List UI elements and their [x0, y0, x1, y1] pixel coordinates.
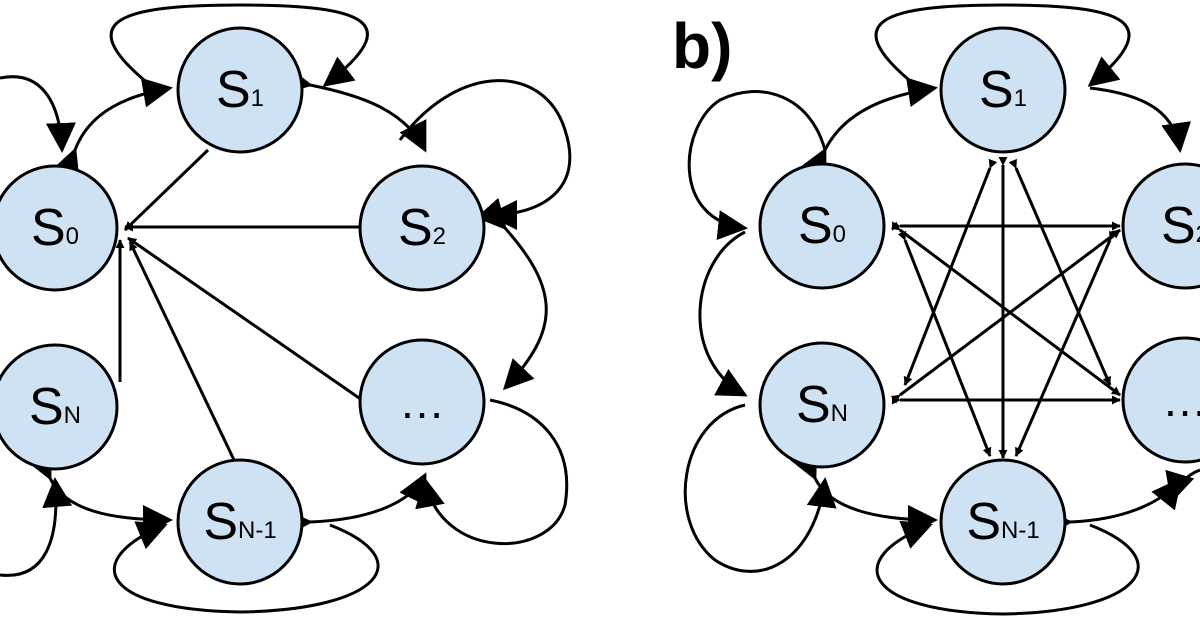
node-label: S1: [216, 61, 264, 119]
edge-s1-s2-a: [280, 64, 427, 153]
node-circle: [176, 26, 304, 154]
edge-sn-sn1-a: [24, 447, 173, 535]
node-circle: [0, 164, 119, 292]
panel-a: S1 S0 S2 SN … SN-1: [0, 3, 572, 614]
node-label: …: [399, 376, 445, 428]
node-circle: [176, 458, 304, 586]
node-label: …: [1162, 374, 1200, 426]
self-loop-dots-a: [415, 398, 569, 546]
node-circle: [358, 164, 486, 292]
node-label: S1: [979, 61, 1027, 119]
node-circle: [758, 162, 886, 290]
node-main: S: [203, 493, 238, 551]
self-loop-sn-b: [698, 230, 748, 397]
node-main: S: [31, 199, 66, 257]
node-circle: [939, 458, 1067, 586]
self-loop-s1-a: [109, 3, 369, 87]
self-loop-sn1-a: [112, 521, 380, 614]
node-label: S0: [31, 199, 79, 257]
self-loop-sn-a: [0, 477, 73, 577]
node-label: SN-1: [966, 493, 1039, 551]
node-subscript: 1: [251, 85, 264, 112]
self-loop-sn1-b: [875, 520, 1140, 616]
node-main: S: [398, 199, 433, 257]
node-subscript: N: [831, 400, 848, 427]
node-subscript: N: [64, 402, 81, 429]
edge-s2-dots-a: [475, 197, 548, 391]
node-circle: [1121, 162, 1200, 290]
self-loop-s0-a: [0, 75, 76, 153]
node-circle: [939, 26, 1067, 154]
edge-s1-s0-a: [123, 148, 210, 232]
self-loop-s1-b: [874, 3, 1131, 87]
node-s0-a: S0: [0, 164, 119, 292]
node-sn1-a: SN-1: [176, 458, 304, 586]
node-circle: [1121, 336, 1200, 464]
node-subscript: 1: [1014, 85, 1027, 112]
node-sn1-b: SN-1: [939, 458, 1067, 586]
node-subscript: 2: [1196, 221, 1200, 248]
edge-sn1-dots-a: [282, 472, 427, 538]
node-label: S2: [1161, 197, 1200, 255]
node-subscript: 2: [433, 223, 446, 250]
self-loop-s2-b: [1089, 86, 1192, 153]
edge-s1-sn-b: [903, 158, 998, 386]
edge-s0-s1-a: [51, 77, 173, 181]
edge-dots-s0-a: [127, 236, 363, 402]
edge-s0-s1-b: [799, 77, 938, 181]
node-label: S0: [798, 197, 846, 255]
edge-sn1-dots-b: [1042, 477, 1182, 539]
node-sn-b: SN: [758, 341, 886, 469]
node-main: S: [798, 197, 833, 255]
node-label: SN-1: [203, 493, 276, 551]
node-subscript: 0: [66, 223, 79, 250]
node-label: SN: [29, 378, 81, 436]
node-main: S: [796, 376, 831, 434]
self-loop-sn-b2: [683, 403, 837, 573]
node-s2-a: S2: [358, 164, 486, 292]
node-circle: [0, 343, 119, 471]
node-s1-a: S1: [176, 26, 304, 154]
node-main: S: [29, 378, 64, 436]
node-circle: [358, 338, 486, 466]
node-subscript: 0: [833, 221, 846, 248]
node-subscript: N-1: [1001, 517, 1040, 544]
node-dots-a: …: [358, 338, 486, 466]
edge-sn-sn1-b: [789, 447, 938, 535]
node-s0-b: S0: [758, 162, 886, 290]
node-main: S: [979, 61, 1014, 119]
node-circle: [758, 341, 886, 469]
node-main: S: [966, 493, 1001, 551]
panel-b-label: b): [672, 10, 732, 82]
node-label: SN: [796, 376, 848, 434]
panel-b: b) S1 S0 S2: [672, 3, 1200, 616]
self-loop-s2-a: [398, 79, 572, 230]
edge-sn1-s0-a: [128, 241, 237, 463]
node-dots-b: …: [1121, 336, 1200, 464]
node-subscript: N-1: [238, 517, 277, 544]
node-s1-b: S1: [939, 26, 1067, 154]
edge-s2-sn1-b: [1014, 230, 1118, 457]
node-s2-b: S2: [1121, 162, 1200, 290]
node-main: S: [1161, 197, 1196, 255]
node-label: S2: [398, 199, 446, 257]
edge-s0-sn1-b: [897, 230, 992, 457]
node-sn-a: SN: [0, 343, 119, 471]
node-main: S: [216, 61, 251, 119]
